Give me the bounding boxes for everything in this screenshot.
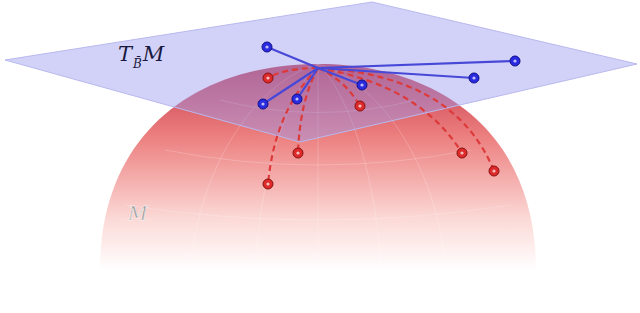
- tangent-points: [258, 42, 520, 109]
- point-highlights: [261, 45, 516, 185]
- geodesics: [268, 68, 494, 184]
- tangent-space-symbol: M: [143, 44, 165, 65]
- manifold-symbol: M: [128, 204, 147, 223]
- tangent-plane: [5, 2, 637, 142]
- tangent-space-subscript: B̄: [133, 58, 142, 70]
- tangent-space-symbol: T: [118, 44, 132, 65]
- tangent-vectors: [263, 47, 515, 104]
- manifold-points: [263, 73, 499, 189]
